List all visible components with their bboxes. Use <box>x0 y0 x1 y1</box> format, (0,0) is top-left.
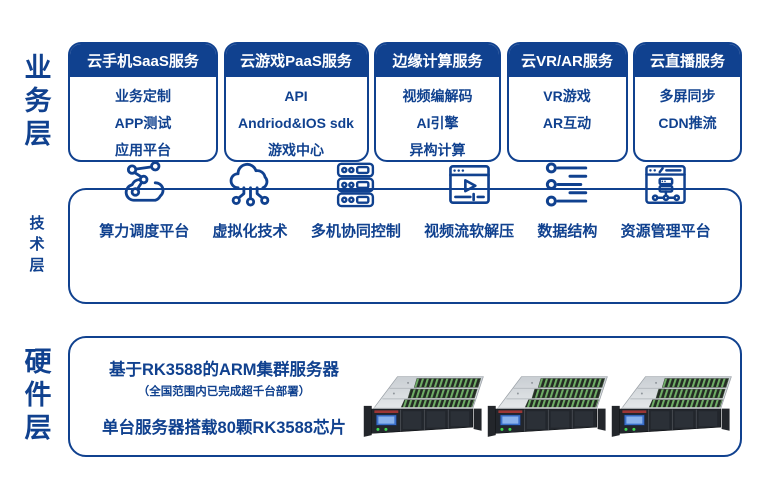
service-box-title: 云游戏PaaS服务 <box>225 44 367 77</box>
tech-item: 算力调度平台 <box>99 158 189 336</box>
virtualization-cloud-icon <box>224 158 277 211</box>
hardware-layer-box: 基于RK3588的ARM集群服务器 （全国范围内已完成超千台部署） 单台服务器搭… <box>68 336 742 457</box>
service-box-body: API Andriod&IOS sdk 游戏中心 <box>226 77 367 160</box>
tech-item: 资源管理平台 <box>621 158 711 336</box>
server-images-group <box>358 355 742 438</box>
layer-label-tech: 技术层 <box>27 214 45 278</box>
tech-item: 数据结构 <box>537 158 597 336</box>
layer-label-business: 业务层 <box>20 52 51 152</box>
tech-item-label: 数据结构 <box>537 223 598 240</box>
tech-layer-box: 算力调度平台 虚拟化技术 多机协同控制 视频流软解压 数据结构 资源管理平台 <box>68 188 742 304</box>
service-item: CDN推流 <box>658 115 717 131</box>
tech-item-label: 资源管理平台 <box>620 223 711 240</box>
hardware-description: 基于RK3588的ARM集群服务器 （全国范围内已完成超千台部署） 单台服务器搭… <box>90 356 358 438</box>
compute-scheduling-cloud-icon <box>118 158 171 211</box>
service-item: API <box>284 88 308 104</box>
hardware-title: 基于RK3588的ARM集群服务器 <box>108 360 340 379</box>
server-stack-icon <box>329 158 382 211</box>
arm-server-image <box>486 365 610 438</box>
layer-label-hardware: 硬件层 <box>20 347 51 446</box>
hardware-subtitle: （全国范围内已完成超千台部署） <box>137 385 311 398</box>
service-box-title: 云VR/AR服务 <box>508 44 626 77</box>
service-item: AI引擎 <box>416 115 459 131</box>
video-player-icon <box>443 158 496 211</box>
arm-server-image <box>362 365 486 438</box>
tech-item-label: 多机协同控制 <box>310 223 401 240</box>
service-box-title: 云手机SaaS服务 <box>70 44 216 77</box>
service-item: 游戏中心 <box>268 142 324 158</box>
business-layer-row: 云手机SaaS服务 业务定制 APP测试应用平台 云游戏PaaS服务 API And… <box>68 42 742 162</box>
service-item: 业务定制 <box>115 88 171 104</box>
arm-server-image <box>610 365 734 438</box>
service-item: 多屏同步 <box>659 88 716 104</box>
tech-item: 多机协同控制 <box>311 158 401 336</box>
tech-item: 虚拟化技术 <box>213 158 288 336</box>
service-item: AR互动 <box>542 115 592 131</box>
service-box: 云直播服务 多屏同步 CDN推流 <box>633 42 742 162</box>
tech-item-label: 算力调度平台 <box>99 223 190 240</box>
service-box: 边缘计算服务 视频编解码 AI引擎异构计算 <box>374 42 501 162</box>
service-item: 异构计算 <box>409 142 466 158</box>
service-item: APP测试 <box>114 115 172 131</box>
service-item: 应用平台 <box>115 142 171 158</box>
service-box: 云手机SaaS服务 业务定制 APP测试应用平台 <box>68 42 218 162</box>
service-item: VR游戏 <box>543 88 591 104</box>
service-box: 云VR/AR服务 VR游戏 AR互动 <box>506 42 628 162</box>
tech-item: 视频流软解压 <box>424 158 514 336</box>
data-structure-icon <box>541 158 594 211</box>
resource-management-icon <box>639 158 692 211</box>
hardware-spec: 单台服务器搭载80颗RK3588芯片 <box>102 418 346 437</box>
tech-item-label: 视频流软解压 <box>424 223 515 240</box>
service-item: 视频编解码 <box>402 88 473 104</box>
service-box-body: 多屏同步 CDN推流 <box>635 77 740 160</box>
tech-item-label: 虚拟化技术 <box>212 223 288 240</box>
service-box-title: 云直播服务 <box>635 44 740 77</box>
service-box-body: VR游戏 AR互动 <box>509 77 626 160</box>
service-box-title: 边缘计算服务 <box>376 44 499 77</box>
service-box-body: 业务定制 APP测试应用平台 <box>70 77 216 160</box>
service-box: 云游戏PaaS服务 API Andriod&IOS sdk 游戏中心 <box>223 42 369 162</box>
service-item: Andriod&IOS sdk <box>238 115 354 131</box>
service-box-body: 视频编解码 AI引擎异构计算 <box>376 77 499 160</box>
